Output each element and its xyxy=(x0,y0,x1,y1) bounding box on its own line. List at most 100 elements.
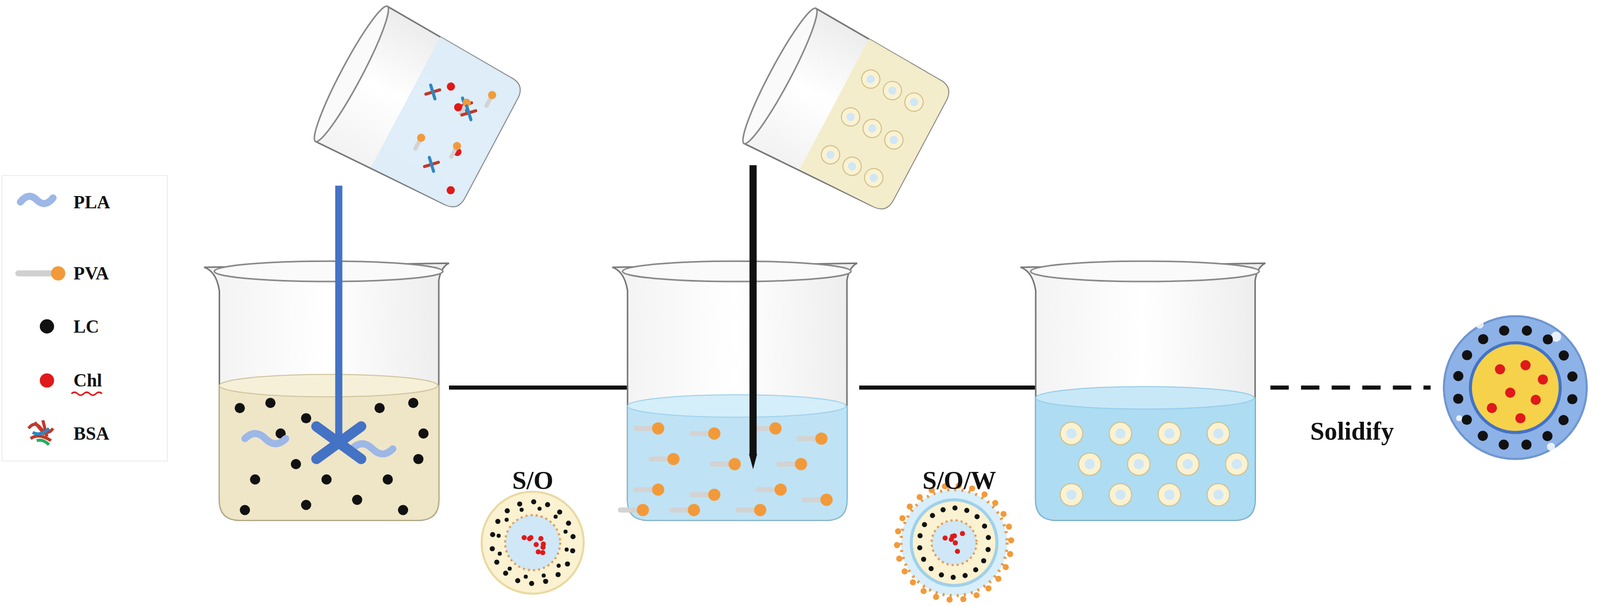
particle-dot xyxy=(565,520,571,526)
particle-dot xyxy=(321,474,332,485)
particle-dot xyxy=(962,573,968,579)
particle-dot xyxy=(928,566,934,572)
particle-dot xyxy=(521,535,527,541)
particle-dot xyxy=(239,505,250,516)
particle-dot xyxy=(1066,489,1077,501)
legend-frame xyxy=(2,175,168,462)
particle-dot xyxy=(893,542,901,549)
particle-dot xyxy=(1133,459,1144,470)
pva-tail xyxy=(620,507,637,514)
particle-dot xyxy=(774,483,787,497)
pva-tail xyxy=(691,431,709,437)
particle-dot xyxy=(1213,489,1224,501)
particle-dot xyxy=(845,111,857,123)
particle-dot xyxy=(728,458,741,471)
step-label: S/O xyxy=(512,466,553,493)
particle-dot xyxy=(1558,415,1569,426)
process-line xyxy=(859,385,1054,390)
pva-tail xyxy=(691,492,709,498)
particle-dot xyxy=(824,149,837,161)
pva-tail xyxy=(651,456,668,462)
pva-tail xyxy=(737,507,755,514)
particle-dot xyxy=(687,504,700,517)
pva-tail xyxy=(486,98,490,106)
particle-dot xyxy=(708,488,721,502)
particle-dot xyxy=(881,127,907,153)
particle-dot xyxy=(564,561,570,567)
particle-dot xyxy=(557,509,563,516)
legend-text: PVA xyxy=(73,264,109,283)
particle-dot xyxy=(1066,428,1077,439)
particle-dot xyxy=(1007,550,1014,558)
legend-text: LC xyxy=(73,317,99,336)
beaker xyxy=(204,185,450,521)
particle-dot xyxy=(533,542,539,548)
particle-dot xyxy=(290,459,302,470)
particle-dot xyxy=(1060,422,1083,445)
pva-tail xyxy=(635,487,653,493)
particle-dot xyxy=(917,533,923,539)
particle-dot xyxy=(901,89,927,115)
particle-dot xyxy=(1521,439,1532,451)
particle-dot xyxy=(636,504,650,517)
particle-dot xyxy=(916,545,923,551)
particle-dot xyxy=(538,536,544,542)
particle-dot xyxy=(1164,489,1175,501)
step-label: Solidify xyxy=(1310,417,1394,444)
particle-dot xyxy=(528,581,535,587)
particle-dot xyxy=(497,551,502,557)
pouring-beaker xyxy=(735,3,956,218)
particle-dot xyxy=(495,519,501,525)
microsphere xyxy=(1443,316,1587,460)
particle-dot xyxy=(858,66,884,92)
particle-dot xyxy=(1521,325,1532,336)
particle-dot xyxy=(985,547,991,553)
particle-dot xyxy=(952,505,958,511)
particle-dot xyxy=(942,535,948,541)
pva-tail xyxy=(671,507,688,514)
process-line xyxy=(1270,385,1431,390)
particle-dot xyxy=(564,547,569,552)
particle-dot xyxy=(667,453,680,466)
particle-dot xyxy=(899,515,906,522)
pva-tail xyxy=(425,84,440,99)
particle-dot xyxy=(1008,537,1015,544)
process-line xyxy=(449,385,642,390)
particle-dot xyxy=(445,80,457,93)
particle-dot xyxy=(535,549,541,555)
particle-dot xyxy=(974,514,980,520)
particle-dot xyxy=(1498,439,1509,451)
particle-dot xyxy=(352,495,363,506)
particle-dot xyxy=(1002,564,1009,571)
particle-dot xyxy=(519,507,524,512)
particle-dot xyxy=(1207,422,1230,445)
particle-dot xyxy=(921,557,927,563)
particle-dot xyxy=(301,413,312,424)
pva-tail xyxy=(712,461,729,467)
particle-dot xyxy=(708,427,721,440)
particle-dot xyxy=(1499,325,1510,336)
legend-icons xyxy=(18,196,102,445)
particle-dot xyxy=(523,574,528,580)
particle-dot xyxy=(946,596,953,604)
particle-dot xyxy=(1158,422,1181,445)
particle-dot xyxy=(1225,453,1249,476)
particle-dot xyxy=(1542,334,1553,345)
particle-dot xyxy=(374,402,385,414)
particle-dot xyxy=(1207,483,1230,507)
particle-dot xyxy=(489,546,496,552)
particle-dot xyxy=(541,573,546,579)
particle-dot xyxy=(1127,453,1150,476)
particle-dot xyxy=(1213,428,1224,439)
particle-dot xyxy=(973,592,980,599)
particle-dot xyxy=(652,422,665,435)
particle-dot xyxy=(1477,431,1488,442)
particle-dot xyxy=(494,559,500,565)
particle-dot xyxy=(517,501,523,507)
particle-dot xyxy=(451,140,463,152)
particle-dot xyxy=(901,568,908,575)
particle-dot xyxy=(1182,459,1193,470)
particle-dot xyxy=(1158,483,1181,507)
particle-dot xyxy=(861,165,887,191)
